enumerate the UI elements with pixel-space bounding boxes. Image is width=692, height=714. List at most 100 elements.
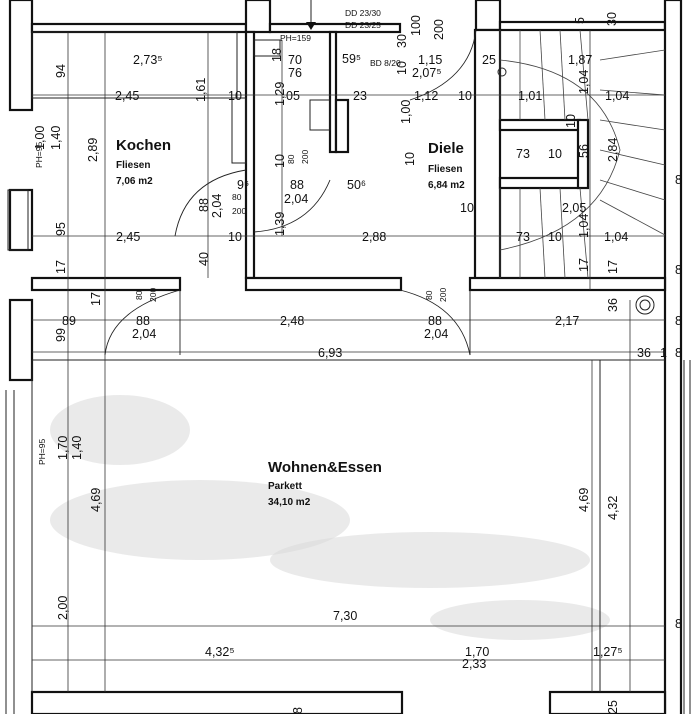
dim-text: 4,32⁵ bbox=[205, 645, 235, 659]
dim-text: 1,12 bbox=[414, 89, 438, 103]
dimension-numbers: 2,73⁵ 2,45 10 70 76 59⁵ 1,15 2,07⁵ 25 1,… bbox=[62, 52, 682, 671]
dim-text: 2,04 bbox=[210, 194, 224, 218]
dim-text: 1,04 bbox=[604, 230, 628, 244]
dim-text: 05 bbox=[286, 89, 300, 103]
dim-text: 1,01 bbox=[518, 89, 542, 103]
diele-area: 6,84 m2 bbox=[428, 180, 465, 191]
diele-name: Diele bbox=[428, 140, 464, 157]
tag-bd: BD 8/20 bbox=[370, 58, 401, 68]
dim-text: 8 bbox=[675, 314, 682, 328]
kochen-floor: Fliesen bbox=[116, 160, 150, 171]
dim-text: 88 bbox=[136, 314, 150, 328]
dim-text: 10 bbox=[548, 230, 562, 244]
dim-text: 10 bbox=[395, 61, 409, 75]
dim-text: 10 bbox=[458, 89, 472, 103]
dim-text: 10 bbox=[228, 230, 242, 244]
vertical-dimension-numbers: 94 1,61 18 30 100 200 10 5 30 1,04 1,29 … bbox=[33, 12, 620, 714]
dim-text: 1,15 bbox=[418, 53, 442, 67]
dim-text: 59⁵ bbox=[342, 52, 361, 66]
dim-text: 30 bbox=[605, 12, 619, 26]
diele-floor: Fliesen bbox=[428, 164, 462, 175]
dim-text: 2,89 bbox=[86, 138, 100, 162]
dim-text: 95 bbox=[54, 222, 68, 236]
doors bbox=[104, 29, 477, 356]
wohnen-floor: Parkett bbox=[268, 481, 303, 492]
dim-text: 88 bbox=[197, 198, 211, 212]
dim-text: 73 bbox=[516, 147, 530, 161]
dim-text: 8 bbox=[675, 173, 682, 187]
dim-text: 1,04 bbox=[577, 70, 591, 94]
dim-text: 2,07⁵ bbox=[412, 66, 442, 80]
dim-text: 88 bbox=[428, 314, 442, 328]
dim-text: 18 bbox=[270, 48, 284, 62]
dim-text: 17 bbox=[89, 292, 103, 306]
dim-text: 50⁶ bbox=[347, 178, 366, 192]
dim-text: 70 bbox=[288, 53, 302, 67]
dimension-lines bbox=[31, 30, 665, 692]
dim-text: 200 bbox=[300, 150, 310, 164]
dim-text: 36 bbox=[637, 346, 651, 360]
dim-text: 25 bbox=[482, 53, 496, 67]
dim-text: 8 bbox=[675, 346, 682, 360]
dim-text: 10 bbox=[564, 114, 578, 128]
dim-text: 1,40 bbox=[70, 436, 84, 460]
dim-text: 9⁵ bbox=[237, 178, 249, 192]
dim-text: 1,04 bbox=[577, 214, 591, 238]
tag-dd2: DD 23/25 bbox=[345, 20, 381, 30]
dim-text: 17 bbox=[577, 258, 591, 272]
dim-text: 88 bbox=[290, 178, 304, 192]
dim-text: 40 bbox=[197, 252, 211, 266]
tag-ph159: PH=159 bbox=[280, 33, 311, 43]
dim-text: 23 bbox=[353, 89, 367, 103]
kochen-area: 7,06 m2 bbox=[116, 176, 153, 187]
wohnen-name: Wohnen&Essen bbox=[268, 459, 382, 476]
walls bbox=[5, 0, 691, 714]
dim-text: 1,00 bbox=[399, 100, 413, 124]
dim-text: 56 bbox=[577, 144, 591, 158]
dim-text: 1,61 bbox=[194, 78, 208, 102]
dim-text: 2,04 bbox=[424, 327, 448, 341]
dim-text: 2,05 bbox=[562, 201, 586, 215]
dim-text: 200 bbox=[232, 206, 246, 216]
dim-text: 1,70 bbox=[56, 436, 70, 460]
arrow-down-icon bbox=[306, 0, 316, 30]
dim-text: 80 bbox=[424, 290, 434, 300]
kochen-name: Kochen bbox=[116, 137, 171, 154]
dim-text: 100 bbox=[409, 15, 423, 36]
dim-text: 1,00 bbox=[33, 126, 47, 150]
dim-text: 25 bbox=[606, 700, 620, 714]
dim-text: 2,45 bbox=[116, 230, 140, 244]
dim-text: 8 bbox=[291, 707, 305, 714]
dim-text: 73 bbox=[516, 230, 530, 244]
dim-text: 7,30 bbox=[333, 609, 357, 623]
dim-text: 4,32 bbox=[606, 496, 620, 520]
dim-text: 8 bbox=[675, 263, 682, 277]
dim-text: 2,00 bbox=[56, 596, 70, 620]
dim-text: 6,93 bbox=[318, 346, 342, 360]
dim-text: 17 bbox=[606, 260, 620, 274]
dim-text: 80 bbox=[286, 154, 296, 164]
dim-text: 1 bbox=[660, 346, 667, 360]
parquet-texture bbox=[50, 395, 610, 640]
dim-text: 10 bbox=[460, 201, 474, 215]
wohnen-area: 34,10 m2 bbox=[268, 497, 311, 508]
dim-text: 76 bbox=[288, 66, 302, 80]
dim-text: 89 bbox=[62, 314, 76, 328]
dim-text: 8 bbox=[675, 617, 682, 631]
dim-text: 4,69 bbox=[89, 488, 103, 512]
room-labels: Kochen Fliesen 7,06 m2 Diele Fliesen 6,8… bbox=[116, 137, 465, 508]
dim-text: 2,88 bbox=[362, 230, 386, 244]
dim-text: 2,84 bbox=[606, 138, 620, 162]
dim-text: 10 bbox=[273, 154, 287, 168]
tag-dd1: DD 23/30 bbox=[345, 8, 381, 18]
dim-text: 94 bbox=[54, 64, 68, 78]
dim-text: 5 bbox=[573, 17, 587, 24]
dim-text: 2,04 bbox=[284, 192, 308, 206]
dim-text: 80 bbox=[134, 290, 144, 300]
dim-text: 1,04 bbox=[605, 89, 629, 103]
dim-text: 2,73⁵ bbox=[133, 53, 163, 67]
dim-text: 4,69 bbox=[577, 488, 591, 512]
dim-text: 2,04 bbox=[132, 327, 156, 341]
dim-text: 2,17 bbox=[555, 314, 579, 328]
